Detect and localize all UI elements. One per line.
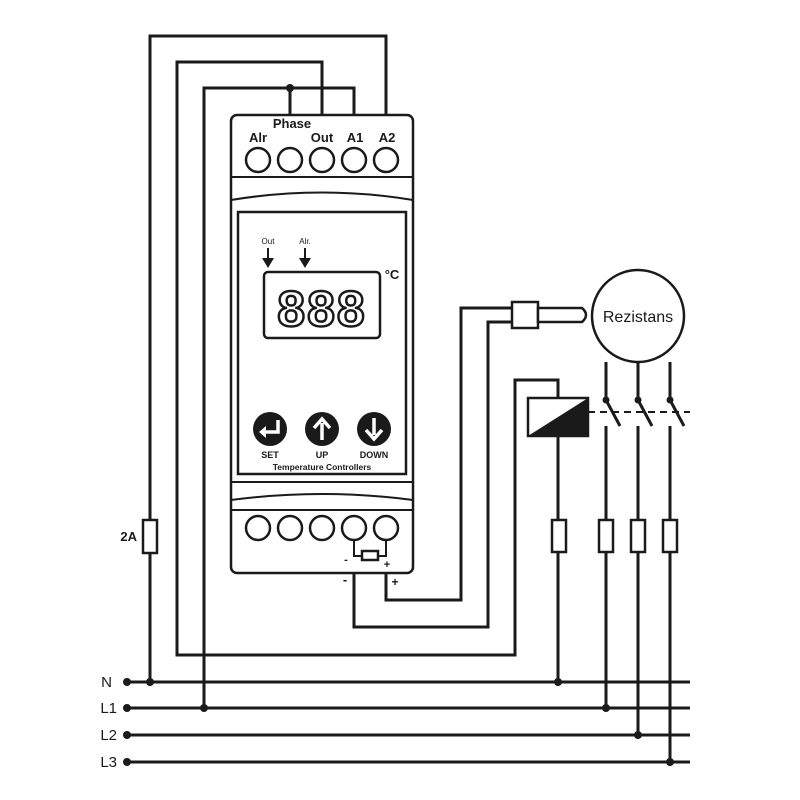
wire-sensor-plus bbox=[384, 306, 512, 602]
control-wires bbox=[146, 34, 560, 712]
terminal-label-out: Out bbox=[311, 130, 334, 145]
terminal-screw bbox=[372, 146, 400, 174]
bus-terminal-l2 bbox=[123, 731, 131, 739]
bus-lines: N L1 L2 L3 bbox=[100, 674, 690, 771]
top-terminal-block bbox=[244, 146, 400, 174]
terminal-label-a2: A2 bbox=[379, 130, 396, 145]
wire-a2-to-fuse bbox=[148, 34, 388, 520]
sensor-wire-plus-label: + bbox=[391, 575, 398, 589]
terminal-screw bbox=[308, 514, 336, 542]
probe-tip bbox=[536, 306, 588, 324]
indicator-arrow-alr bbox=[299, 248, 311, 268]
contactor-pole-2 bbox=[634, 362, 654, 520]
arrow-up-icon bbox=[312, 416, 332, 440]
wire-sensor-minus bbox=[352, 320, 512, 629]
wire-phase-to-l1 bbox=[202, 86, 292, 708]
bus-terminal-l3 bbox=[123, 758, 131, 766]
contactor-pole-1 bbox=[602, 362, 622, 520]
down-button-label: DOWN bbox=[360, 450, 389, 460]
junction-l3 bbox=[666, 758, 674, 766]
resistor-label: Rezistans bbox=[603, 309, 673, 326]
set-button[interactable]: SET bbox=[253, 412, 287, 460]
junction-n-coil bbox=[554, 678, 562, 686]
terminal-screw bbox=[340, 514, 368, 542]
arrow-down-icon bbox=[364, 418, 384, 442]
bus-label-l2: L2 bbox=[100, 727, 117, 744]
set-button-body[interactable] bbox=[253, 412, 287, 446]
wire-phase-bridge bbox=[290, 86, 356, 118]
contactor bbox=[526, 362, 690, 520]
up-button-label: UP bbox=[316, 450, 329, 460]
fuse-label: 2A bbox=[120, 529, 137, 544]
bus-label-n: N bbox=[101, 674, 112, 691]
led-display bbox=[262, 270, 382, 340]
bus-terminal-l1 bbox=[123, 704, 131, 712]
sensor-input-symbol: - + bbox=[344, 540, 390, 571]
contactor-coil-fill bbox=[528, 398, 588, 436]
down-button[interactable]: DOWN bbox=[357, 412, 391, 460]
housing-ridge-curve bbox=[230, 191, 414, 201]
contactor-pole-3 bbox=[666, 362, 686, 520]
heating-resistor: Rezistans bbox=[590, 268, 686, 364]
temperature-controller: Phase Alr Out A1 A2 Out Alr. °C bbox=[229, 113, 415, 575]
terminal-label-phase: Phase bbox=[273, 116, 311, 131]
terminal-label-a1: A1 bbox=[347, 130, 364, 145]
junction-l2 bbox=[634, 731, 642, 739]
terminal-screw bbox=[244, 514, 272, 542]
wire-a1-to-coil bbox=[175, 60, 560, 657]
bus-terminal-n bbox=[123, 678, 131, 686]
fuse-l1 bbox=[597, 518, 615, 554]
housing-ridge-curve-lower bbox=[230, 493, 414, 501]
sensor-input-resistor bbox=[360, 549, 380, 562]
junction-phase bbox=[286, 84, 294, 92]
probe-connector bbox=[510, 300, 540, 330]
fuse-l3 bbox=[661, 518, 679, 554]
sensor-input-minus: - bbox=[344, 554, 348, 566]
terminal-screw bbox=[244, 146, 272, 174]
fuse-coil bbox=[550, 518, 568, 554]
phase-fuses bbox=[550, 518, 679, 766]
bus-label-l3: L3 bbox=[100, 754, 117, 771]
terminal-screw bbox=[308, 146, 336, 174]
terminal-label-alr: Alr bbox=[249, 130, 267, 145]
device-caption: Temperature Controllers bbox=[273, 462, 372, 472]
terminal-screw bbox=[276, 514, 304, 542]
fuse-body bbox=[141, 518, 159, 555]
set-button-label: SET bbox=[261, 450, 279, 460]
fuse-2a: 2A bbox=[120, 518, 159, 555]
terminal-screw bbox=[372, 514, 400, 542]
terminal-screw bbox=[276, 146, 304, 174]
enter-arrow-icon bbox=[259, 420, 280, 438]
sensor-wire-minus-label: - bbox=[343, 572, 347, 587]
indicator-arrow-out bbox=[262, 248, 274, 268]
bus-label-l1: L1 bbox=[100, 700, 117, 717]
junction-l1 bbox=[602, 704, 610, 712]
display-digits: 888 bbox=[277, 281, 366, 337]
sensor-input-plus: + bbox=[384, 559, 390, 571]
display-unit: °C bbox=[385, 267, 400, 282]
fuse-l2 bbox=[629, 518, 647, 554]
junction-l1-phase bbox=[200, 704, 208, 712]
indicator-label-alr: Alr. bbox=[299, 237, 311, 246]
up-button[interactable]: UP bbox=[305, 412, 339, 460]
indicator-label-out: Out bbox=[262, 237, 276, 246]
terminal-screw bbox=[340, 146, 368, 174]
temperature-probe bbox=[510, 300, 588, 330]
junction-n-fuse bbox=[146, 678, 154, 686]
